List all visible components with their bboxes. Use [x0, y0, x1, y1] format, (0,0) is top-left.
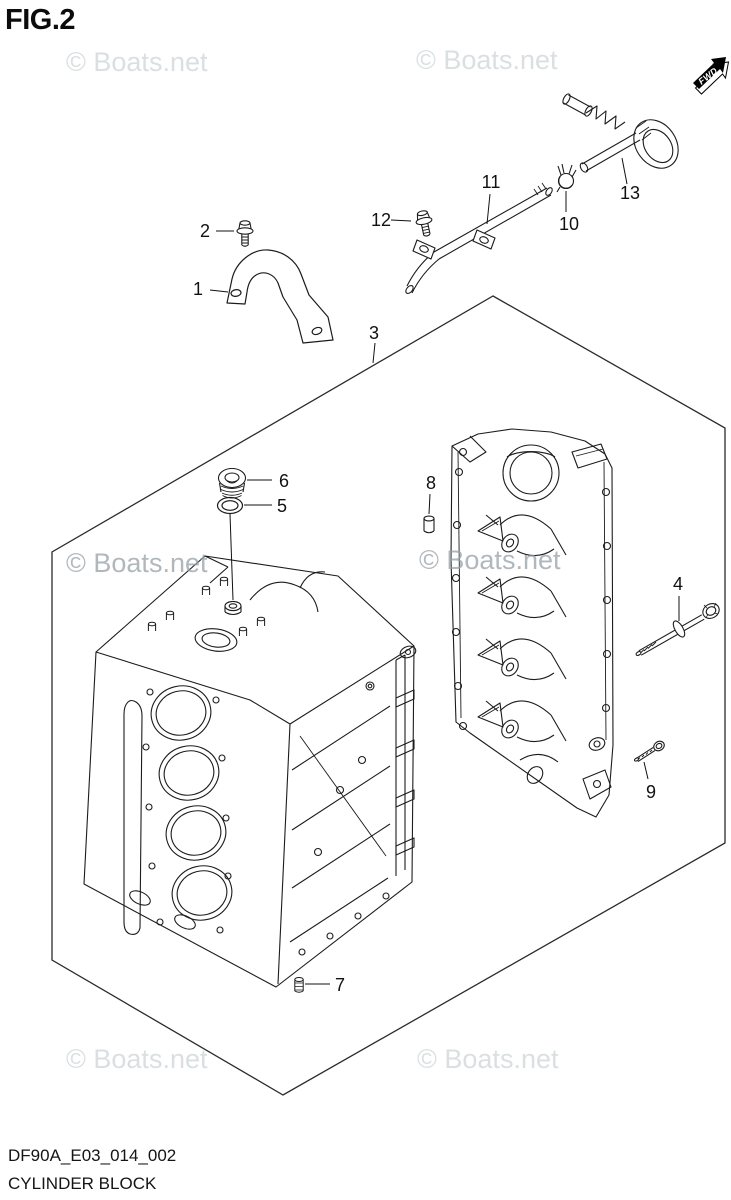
callout-4[interactable]: 4 [673, 574, 683, 594]
callout-leader-lines [209, 157, 680, 985]
callout-3[interactable]: 3 [369, 323, 379, 343]
crankcase-member-drawing [450, 428, 614, 818]
callout-5[interactable]: 5 [277, 496, 287, 516]
part-5-gasket [216, 496, 244, 515]
part-1-bracket [226, 249, 334, 344]
figure-caption: CYLINDER BLOCK [8, 1174, 157, 1193]
part-9-bolt [633, 740, 665, 763]
part-7-plug [294, 977, 304, 993]
part-12-bolt [413, 208, 436, 239]
part-4-bolt [635, 602, 720, 656]
assembly-boundary-frame [51, 295, 726, 1096]
callout-11[interactable]: 11 [482, 172, 501, 192]
callout-7[interactable]: 7 [335, 975, 345, 995]
drawing-code: DF90A_E03_014_002 [8, 1146, 177, 1165]
callout-6[interactable]: 6 [279, 471, 289, 491]
callout-13[interactable]: 13 [620, 183, 640, 203]
part-8-dowel-pin [423, 515, 435, 534]
part-2-bolt [236, 220, 254, 247]
callout-2[interactable]: 2 [200, 221, 210, 241]
part-6-plug [217, 467, 247, 499]
callout-9[interactable]: 9 [646, 782, 656, 802]
part-10-clamp [556, 163, 577, 193]
part-11-oil-gauge-tube [405, 182, 553, 295]
callout-12[interactable]: 12 [371, 210, 391, 230]
figure-title: FIG.2 [5, 4, 76, 36]
fwd-direction-arrow-icon: FWD [693, 57, 730, 95]
part-13-oil-gauge-handle [562, 93, 679, 173]
callout-1[interactable]: 1 [193, 279, 203, 299]
callout-8[interactable]: 8 [426, 473, 436, 493]
callout-10[interactable]: 10 [559, 214, 579, 234]
cylinder-block-drawing [83, 555, 417, 988]
